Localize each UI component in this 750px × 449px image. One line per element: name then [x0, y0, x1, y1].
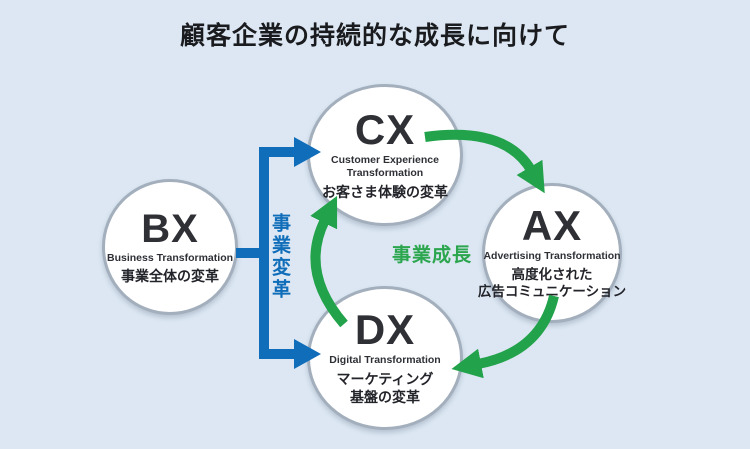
label-business-change: 事業変革	[269, 213, 290, 301]
dx-subtitle-jp: マーケティング 基盤の変革	[337, 370, 434, 406]
bx-subtitle-en: Business Transformation	[107, 252, 233, 266]
ax-subtitle-en: Advertising Transformation	[483, 250, 620, 264]
bx-en-line1: Business Transformation	[106, 251, 234, 264]
label-business-growth: 事業成長	[392, 245, 473, 266]
dx-abbr: DX	[354, 306, 416, 354]
cx-subtitle-jp: お客さま体験の変革	[322, 183, 448, 201]
node-cx: CX Customer Experience Transformation お客…	[307, 84, 463, 226]
page-title: 顧客企業の持続的な成長に向けて	[179, 22, 570, 50]
dx-jp-line1: マーケティング	[336, 371, 434, 388]
bx-abbr: BX	[141, 206, 199, 251]
cx-en-line2: Transformation	[346, 167, 424, 180]
dx-subtitle-en: Digital Transformation	[329, 354, 440, 368]
ax-jp-line1: 高度化された	[511, 266, 593, 282]
dx-en-line1: Digital Transformation	[329, 354, 441, 367]
bx-subtitle-jp: 事業全体の変革	[121, 267, 219, 285]
cx-subtitle-en: Customer Experience Transformation	[331, 154, 439, 181]
ax-abbr: AX	[521, 202, 583, 250]
ax-subtitle-jp: 高度化された 広告コミュニケーション	[478, 266, 626, 301]
node-bx: BX Business Transformation 事業全体の変革	[102, 179, 238, 315]
ax-jp-line2: 広告コミュニケーション	[477, 284, 627, 300]
cx-abbr: CX	[354, 105, 416, 153]
bx-jp-line1: 事業全体の変革	[121, 268, 219, 285]
node-ax: AX Advertising Transformation 高度化された 広告コ…	[478, 183, 626, 323]
dx-jp-line2: 基盤の変革	[349, 389, 420, 406]
cx-jp-line1: お客さま体験の変革	[322, 184, 448, 201]
cx-en-line1: Customer Experience	[331, 153, 439, 166]
ax-en-line1: Advertising Transformation	[483, 250, 621, 263]
node-dx: DX Digital Transformation マーケティング 基盤の変革	[307, 286, 463, 430]
